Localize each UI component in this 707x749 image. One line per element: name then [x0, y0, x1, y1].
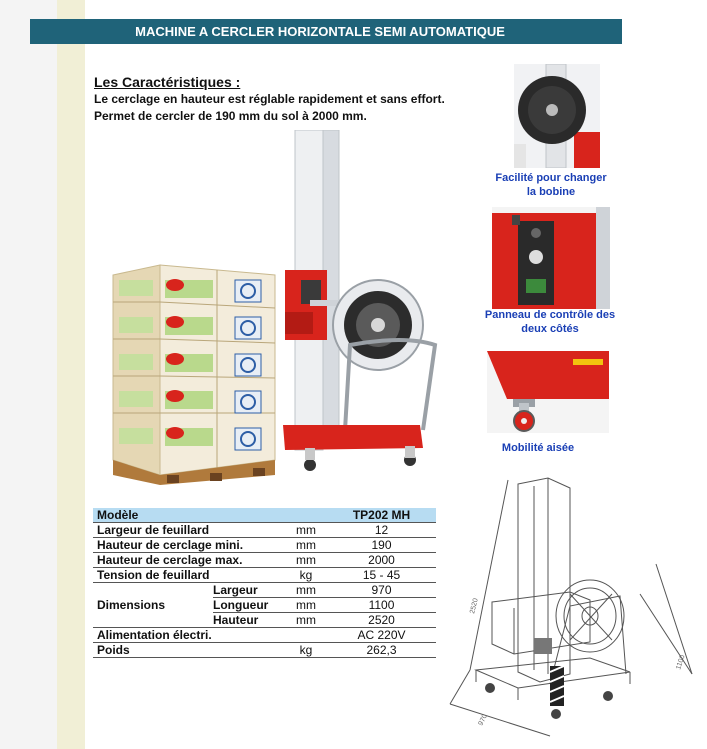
table-row: Hauteur de cerclage max. mm 2000 [93, 552, 436, 568]
row-value: 15 - 45 [327, 567, 436, 583]
row-value: 190 [327, 537, 436, 553]
row-unit: mm [285, 597, 327, 613]
feature-caption-panel-line-1: Panneau de contrôle des [484, 309, 616, 321]
control-panel-photo [492, 207, 610, 309]
feature-caption-panel-line-2: deux côtés [521, 323, 579, 335]
header-model-label: Modèle [93, 508, 327, 523]
drawing-dim-length: 1100 [675, 654, 686, 671]
row-value: 970 [327, 582, 436, 598]
dimensions-label: Dimensions [93, 582, 213, 628]
feature-caption-coil: Facilité pour changer la bobine [492, 171, 610, 199]
table-row: Hauteur de cerclage mini. mm 190 [93, 537, 436, 553]
characteristics-line-1: Le cerclage en hauteur est réglable rapi… [94, 92, 445, 106]
mobility-photo [487, 351, 609, 433]
table-row: Hauteur mm 2520 [93, 612, 436, 628]
row-unit: mm [285, 582, 327, 598]
characteristics-line-2: Permet de cercler de 190 mm du sol à 200… [94, 109, 367, 123]
row-label: Alimentation électri. [93, 627, 285, 643]
row-unit: mm [285, 552, 327, 568]
row-value: 12 [327, 522, 436, 538]
drawing-dim-height: 2520 [469, 598, 480, 615]
header-model-value: TP202 MH [327, 508, 436, 523]
table-header-row: Modèle TP202 MH [93, 508, 436, 523]
row-value: 2000 [327, 552, 436, 568]
left-margin-band [57, 0, 85, 749]
row-unit: kg [285, 567, 327, 583]
drawing-dim-width: 970 [478, 713, 489, 727]
dimension-sub-label: Largeur [213, 582, 285, 598]
row-unit: mm [285, 537, 327, 553]
title-bar: MACHINE A CERCLER HORIZONTALE SEMI AUTOM… [30, 19, 622, 44]
table-row: Alimentation électri. AC 220V [93, 627, 436, 643]
row-label: Poids [93, 642, 285, 658]
technical-drawing: 2520 1100 970 [449, 477, 693, 737]
table-row: Largeur de feuillard mm 12 [93, 522, 436, 538]
row-value: 262,3 [327, 642, 436, 658]
feature-caption-mobility: Mobilité aisée [492, 441, 584, 455]
machine-with-pallet-illustration [112, 130, 438, 485]
table-row: Tension de feuillard kg 15 - 45 [93, 567, 436, 583]
row-unit: mm [285, 612, 327, 628]
row-unit: kg [285, 642, 327, 658]
row-label: Largeur de feuillard [93, 522, 285, 538]
coil-change-photo [514, 64, 600, 168]
row-label: Hauteur de cerclage mini. [93, 537, 285, 553]
dimension-sub-label: Longueur [213, 597, 285, 613]
row-value: 2520 [327, 612, 436, 628]
feature-caption-panel: Panneau de contrôle des deux côtés [480, 308, 620, 336]
specifications-table: Modèle TP202 MH Largeur de feuillard mm … [93, 508, 436, 658]
feature-caption-mobility-line-1: Mobilité aisée [501, 442, 575, 454]
row-label: Tension de feuillard [93, 567, 285, 583]
table-row: Dimensions Largeur mm 970 [93, 582, 436, 628]
row-value: AC 220V [327, 627, 436, 643]
row-unit: mm [285, 522, 327, 538]
row-label: Hauteur de cerclage max. [93, 552, 285, 568]
feature-caption-coil-line-2: la bobine [526, 186, 576, 198]
table-row: Poids kg 262,3 [93, 642, 436, 658]
feature-caption-coil-line-1: Facilité pour changer [495, 172, 607, 184]
page-title: MACHINE A CERCLER HORIZONTALE SEMI AUTOM… [135, 24, 505, 39]
table-row: Longueur mm 1100 [93, 597, 436, 613]
characteristics-heading: Les Caractéristiques : [94, 74, 241, 90]
row-value: 1100 [327, 597, 436, 613]
dimension-sub-label: Hauteur [213, 612, 285, 628]
row-unit [285, 627, 327, 643]
characteristics-block: Les Caractéristiques : Le cerclage en ha… [94, 74, 474, 125]
